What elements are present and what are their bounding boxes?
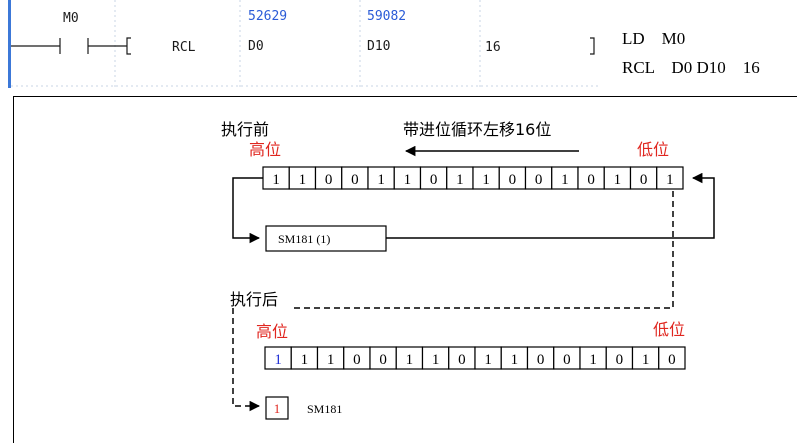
carry-before-label: SM181 (1)	[278, 232, 330, 246]
after-bit-bit: 0	[616, 352, 624, 368]
after-bit-bit: 1	[327, 352, 335, 368]
before-bit-bit: 1	[404, 172, 412, 188]
operation-diagram: 执行前 高位 带进位循环左移16位 低位 1 1 0 0 1 1 0 1 1 0 0 1 0 1 0 1 SM…	[13, 96, 797, 443]
before-bit-bit: 1	[299, 172, 307, 188]
after-bit-bit: 1	[642, 352, 650, 368]
before-bit-bit: 1	[666, 172, 674, 188]
before-bit-bit: 1	[482, 172, 490, 188]
after-bit-bit: 1	[432, 352, 440, 368]
dashed-wire-upper	[293, 191, 674, 309]
carry-after-label: SM181	[307, 402, 342, 416]
after-bit-bit: 1	[274, 352, 282, 368]
before-bit-bit: 0	[351, 172, 359, 188]
dashed-wire-lower	[232, 308, 261, 412]
before-bit-bit: 0	[640, 172, 648, 188]
instruction-name: RCL	[172, 40, 196, 55]
after-bit-bit: 1	[589, 352, 597, 368]
instruction-list: LD M0 RCL D0 D10 16	[622, 24, 760, 82]
operand2-value: 59082	[367, 9, 406, 24]
low-label-before: 低位	[637, 140, 669, 159]
after-bit-bit: 1	[511, 352, 519, 368]
power-rail	[8, 0, 11, 88]
after-bit-bit: 0	[563, 352, 571, 368]
ladder-rung: M0 RCL 52629 D0 59082 D10 16	[0, 0, 600, 90]
operand3-value: 16	[485, 40, 501, 55]
low-label-after: 低位	[653, 320, 685, 339]
before-bit-bit: 0	[325, 172, 333, 188]
carry-box-after	[265, 396, 289, 420]
carry-after-value: 1	[274, 401, 281, 416]
carry-box-before	[265, 225, 387, 252]
after-bit-bit: 0	[353, 352, 361, 368]
before-bit-bit: 0	[509, 172, 517, 188]
before-bit-bit: 1	[456, 172, 464, 188]
instruction-open-bracket	[126, 37, 131, 55]
mnemonic-line-1: LD M0	[622, 29, 686, 48]
before-register: 1 1 0 0 1 1 0 1 1 0 0 1 0 1 0 1	[262, 166, 684, 190]
after-bit-bit: 1	[406, 352, 414, 368]
operand2-name: D10	[367, 39, 390, 54]
before-bit-bit: 1	[272, 172, 280, 188]
high-label-after: 高位	[256, 322, 288, 341]
before-bit-cell	[656, 166, 684, 190]
before-bit-bit: 1	[614, 172, 622, 188]
mnemonic-line-2: RCL D0 D10 16	[622, 58, 760, 77]
before-bit-bit: 1	[377, 172, 385, 188]
after-bit-bit: 0	[668, 352, 676, 368]
after-register: 1 1 1 0 0 1 1 0 1 1 0 0 1 0 1 0	[264, 346, 686, 370]
carry-out-wire	[386, 172, 715, 239]
after-label: 执行后	[230, 290, 278, 309]
before-label: 执行前	[221, 120, 269, 139]
before-bit-bit: 0	[587, 172, 595, 188]
high-label-before: 高位	[249, 140, 281, 159]
after-bit-bit: 0	[458, 352, 466, 368]
after-bit-bit: 0	[537, 352, 545, 368]
after-bit-cell	[658, 346, 686, 370]
after-bit-bit: 1	[301, 352, 309, 368]
carry-in-wire	[232, 177, 263, 244]
operand1-value: 52629	[248, 9, 287, 24]
before-bit-bit: 1	[561, 172, 569, 188]
after-bit-bit: 0	[379, 352, 387, 368]
before-bit-bit: 0	[535, 172, 543, 188]
contact-label: M0	[63, 11, 79, 26]
instruction-close-bracket	[590, 37, 595, 55]
operand1-name: D0	[248, 39, 264, 54]
after-bit-bit: 1	[484, 352, 492, 368]
operation-label: 带进位循环左移16位	[403, 120, 551, 139]
before-bit-bit: 0	[430, 172, 438, 188]
